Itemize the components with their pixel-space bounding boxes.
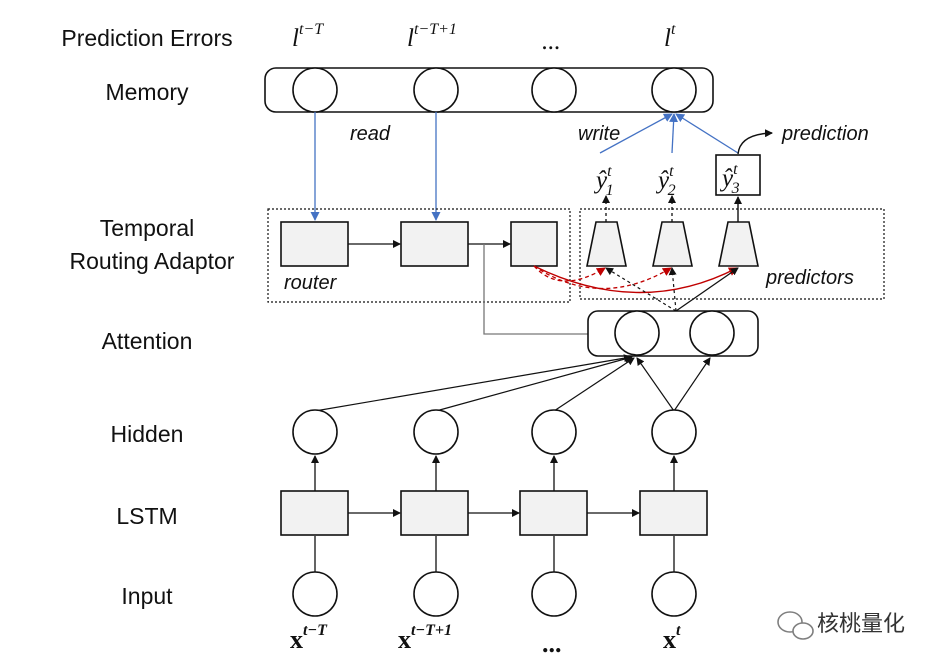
- input-label-4: xt: [663, 622, 681, 654]
- attn-to-pred-3: [675, 267, 739, 312]
- router-cell-2: [400, 221, 469, 267]
- read-label: read: [350, 123, 391, 145]
- memory-cell-3: [531, 67, 577, 113]
- attention-cell-1: [614, 310, 660, 356]
- label-attention: Attention: [102, 328, 193, 354]
- memory-cell-4: [651, 67, 697, 113]
- selected-prediction-box: [715, 154, 761, 196]
- routing-arrow-1: [533, 265, 606, 282]
- router-group: [267, 208, 571, 303]
- write-arrow-3: [675, 113, 739, 154]
- lstm-cell-4: [639, 490, 708, 536]
- watermark-text: 核桃量化: [817, 612, 905, 637]
- label-prediction-errors: Prediction Errors: [61, 25, 232, 51]
- input-node-4: [651, 571, 697, 617]
- label-memory: Memory: [105, 79, 189, 105]
- predictors-group: [579, 208, 885, 300]
- write-label: write: [578, 123, 620, 145]
- memory-bank: [264, 67, 714, 113]
- input-label-2: xt−T+1: [398, 622, 452, 654]
- hidden-to-attn-1: [314, 354, 632, 412]
- memory-cell-1: [292, 67, 338, 113]
- hidden-to-attn-2: [435, 355, 633, 412]
- lstm-cell-2: [400, 490, 469, 536]
- attn-to-pred-1: [605, 267, 677, 312]
- label-input: Input: [121, 583, 173, 609]
- input-node-1: [292, 571, 338, 617]
- label-tra-line2: Routing Adaptor: [70, 248, 235, 274]
- label-tra-line1: Temporal: [100, 215, 195, 241]
- predictor-2: [652, 221, 693, 267]
- attention-cell-2: [689, 310, 735, 356]
- router-label: router: [284, 272, 338, 294]
- input-node-3: [531, 571, 577, 617]
- router-cell-3: [510, 221, 558, 267]
- hidden-to-attn-5: [673, 357, 711, 412]
- hidden-node-4: [651, 409, 697, 455]
- prediction-label: prediction: [781, 123, 869, 145]
- input-label-3: ...: [542, 629, 562, 658]
- predictors-label: predictors: [765, 267, 854, 289]
- predictor-3: [718, 221, 759, 267]
- wechat-logo-icon: [777, 611, 814, 640]
- predictor-1: [586, 221, 627, 267]
- hidden-to-attn-4: [636, 357, 675, 412]
- attn-to-pred-2: [668, 267, 677, 312]
- router-to-attention-line: [483, 244, 588, 335]
- error-label-1: lt−T: [292, 21, 324, 52]
- write-arrow-1: [599, 113, 673, 154]
- input-node-2: [413, 571, 459, 617]
- label-hidden: Hidden: [111, 421, 184, 447]
- router-cell-1: [280, 221, 349, 267]
- hidden-node-2: [413, 409, 459, 455]
- memory-cell-2: [413, 67, 459, 113]
- input-label-1: xt−T: [290, 622, 328, 654]
- label-lstm: LSTM: [116, 503, 177, 529]
- hidden-node-1: [292, 409, 338, 455]
- error-label-4: lt: [664, 21, 676, 52]
- error-label-2: lt−T+1: [407, 21, 457, 52]
- hidden-node-3: [531, 409, 577, 455]
- lstm-cell-1: [280, 490, 349, 536]
- prediction-arrow: [737, 129, 773, 155]
- error-label-3: ...: [542, 28, 561, 55]
- routing-arrow-2: [533, 265, 672, 290]
- routing-arrow-3: [533, 265, 738, 294]
- lstm-cell-3: [519, 490, 588, 536]
- write-arrow-2: [669, 113, 679, 154]
- hidden-to-attn-3: [553, 357, 635, 412]
